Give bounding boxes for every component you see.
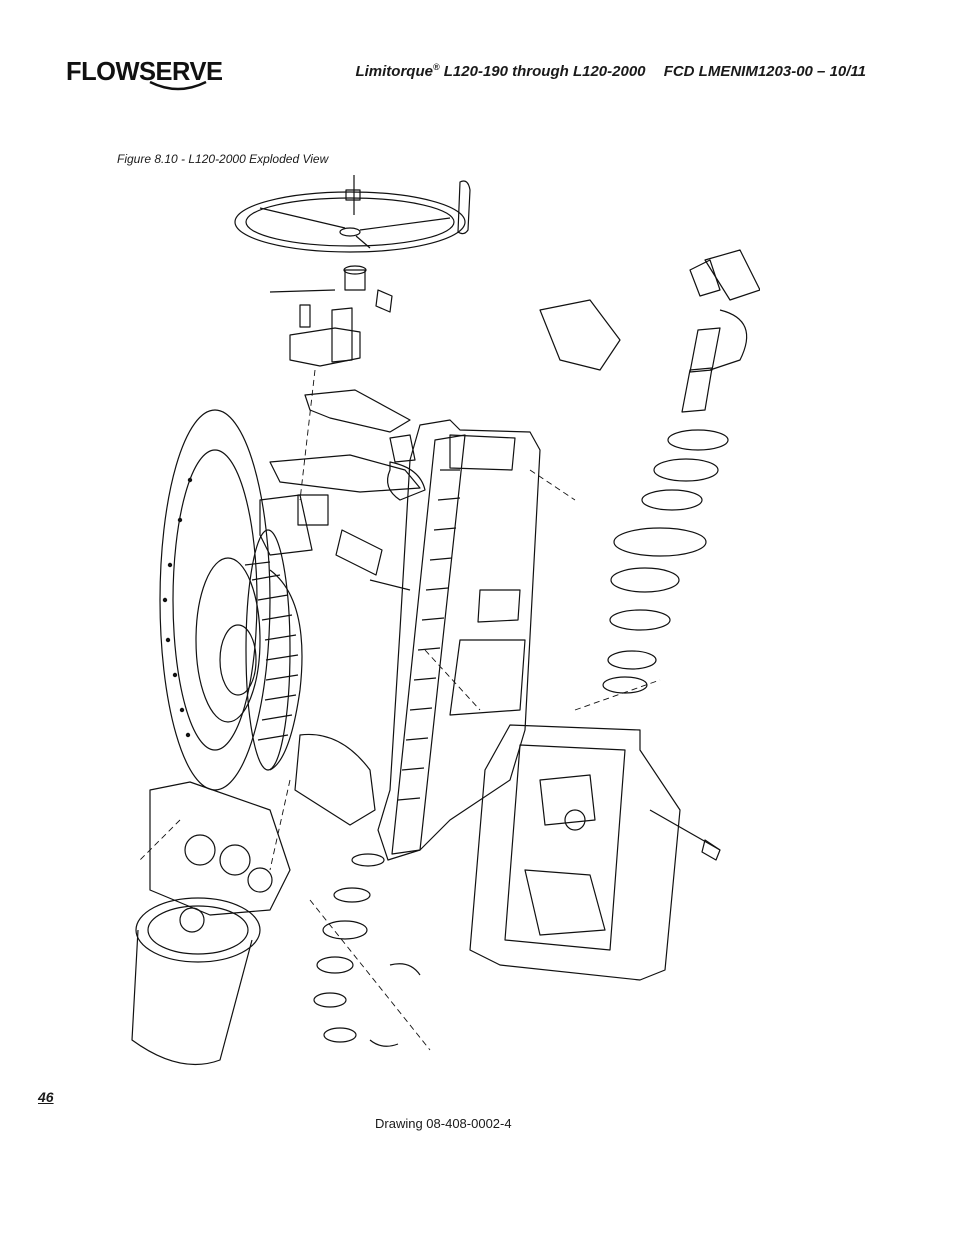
brand-name: FLOWSERVE xyxy=(66,56,223,86)
logo-swoosh-icon xyxy=(149,80,207,91)
product-name: Limitorque xyxy=(355,63,433,80)
document-header: Limitorque® L120-190 through L120-2000 F… xyxy=(355,62,866,80)
drawing-number: Drawing 08-408-0002-4 xyxy=(375,1116,512,1131)
document-code: FCD LMENIM1203-00 – 10/11 xyxy=(663,63,866,80)
page-number: 46 xyxy=(38,1089,54,1105)
model-range: L120-190 through L120-2000 xyxy=(443,63,646,80)
exploded-view-drawing xyxy=(131,175,760,1066)
registered-mark: ® xyxy=(432,62,440,72)
handwheel xyxy=(234,175,471,253)
figure-caption: Figure 8.10 - L120-2000 Exploded View xyxy=(117,152,329,166)
flowserve-logo: FLOWSERVE xyxy=(66,52,223,96)
